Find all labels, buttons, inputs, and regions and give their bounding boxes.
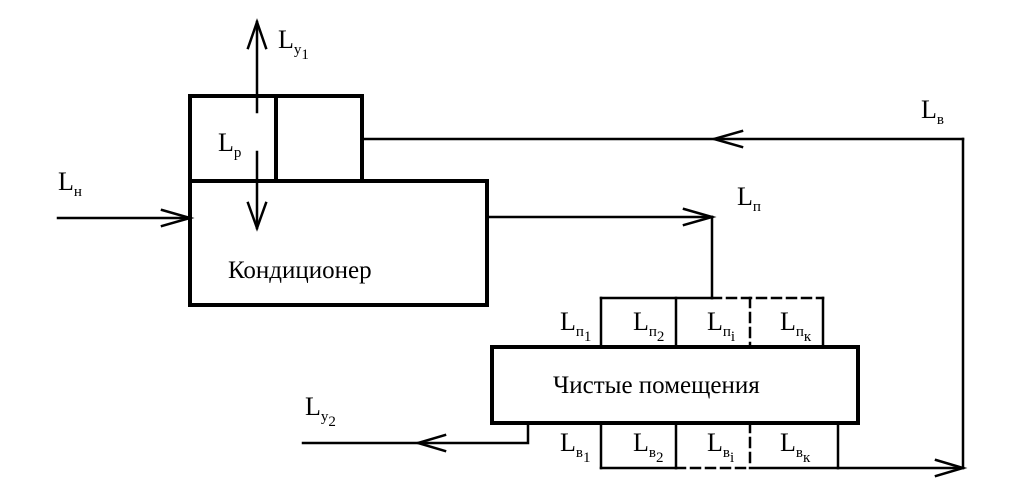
exhaust-2-arrowhead — [413, 433, 447, 453]
mixing-box — [274, 94, 364, 183]
return-cell-label: Lвi — [707, 428, 734, 466]
outdoor-air-label: Lн — [58, 167, 82, 200]
exhaust-2-line — [301, 421, 530, 445]
supply-air-label: Lп — [737, 182, 761, 215]
supply-cell-label: Lп1 — [560, 307, 591, 345]
return-cell-label: Lвк — [780, 428, 811, 466]
clean-rooms-label: Чистые помещения — [553, 372, 760, 399]
return-air-arrowhead — [709, 129, 744, 149]
conditioner-label: Кондиционер — [228, 257, 372, 284]
recirculation-arrowhead — [246, 201, 268, 232]
return-cell-label: Lв1 — [560, 428, 590, 466]
supply-cell-label: Lп2 — [633, 307, 664, 345]
outdoor-air-arrowhead — [160, 208, 195, 228]
exhaust-1-label: Lу1 — [278, 25, 309, 63]
exhaust-1-arrowhead — [246, 18, 268, 50]
return-air-label: Lв — [921, 95, 944, 128]
recirculation-label: Lр — [218, 128, 241, 161]
supply-cell-label: Lпi — [707, 307, 735, 345]
return-cell-label: Lв2 — [633, 428, 663, 466]
supply-cell-label: Lпк — [780, 307, 812, 345]
return-air-bottom-arrowhead — [934, 458, 968, 478]
conditioner-box — [188, 179, 489, 307]
exhaust-2-label: Lу2 — [305, 392, 336, 430]
